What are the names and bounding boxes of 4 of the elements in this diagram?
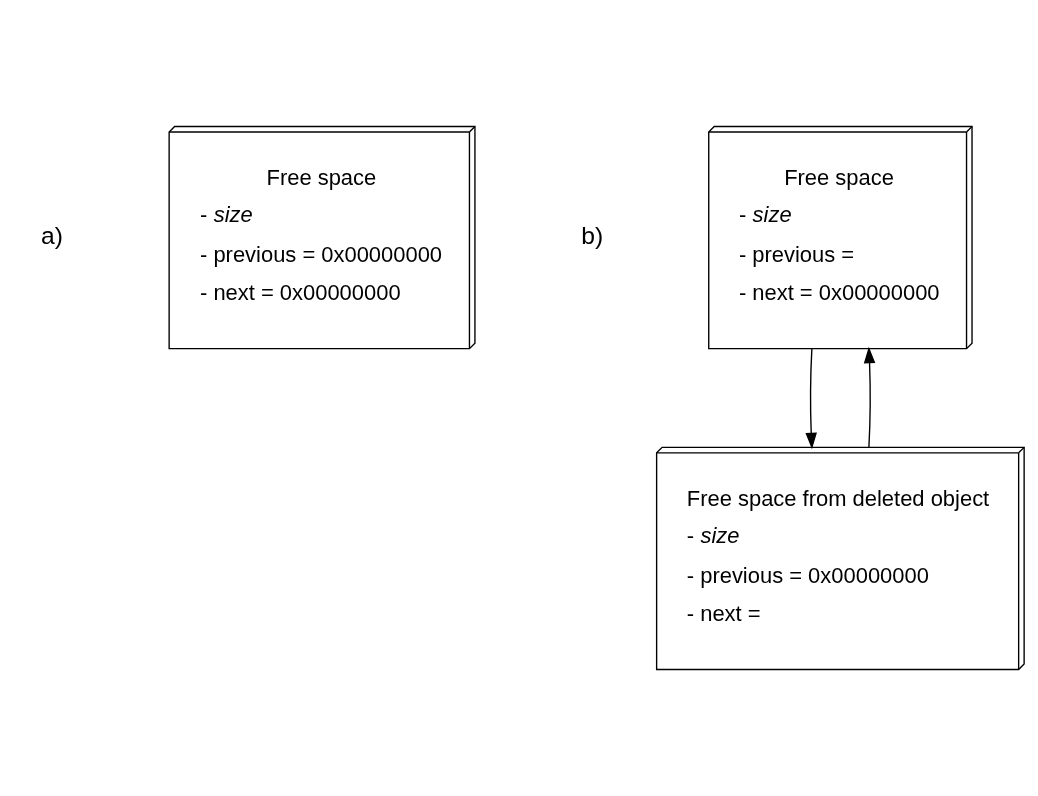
arrow	[804, 348, 817, 450]
arrow	[863, 346, 875, 448]
label: b)	[580, 221, 603, 249]
label: a)	[40, 221, 63, 249]
